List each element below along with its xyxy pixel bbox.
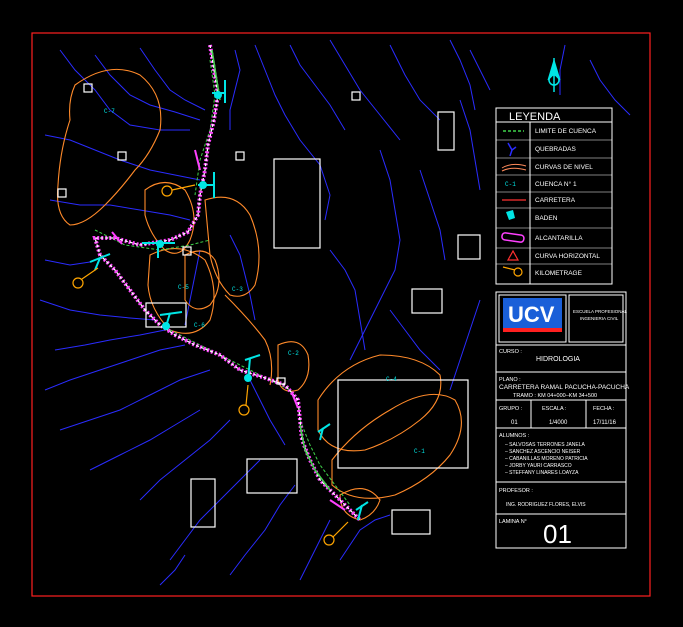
stream-icon bbox=[507, 142, 517, 157]
baden-icon bbox=[506, 210, 515, 220]
professor-value: ING. RODRIGUEZ FLORES, ELVIS bbox=[506, 502, 586, 508]
culverts bbox=[111, 149, 346, 511]
legend-label-curve: CURVA HORIZONTAL bbox=[535, 253, 600, 260]
group-label: GRUPO : bbox=[499, 406, 523, 412]
basin-label-c4: C-4 bbox=[386, 376, 397, 383]
drawing-frame bbox=[31, 32, 651, 597]
road bbox=[92, 44, 362, 522]
ucv-logo: UCV bbox=[503, 298, 562, 332]
parcels bbox=[57, 83, 481, 535]
kilometer-icon bbox=[502, 266, 523, 277]
student-2: – SANCHEZ ASCENCIO NEISER bbox=[505, 449, 581, 455]
basin-label-c2: C-2 bbox=[288, 350, 299, 357]
triangle-icon bbox=[506, 249, 520, 261]
legend-label-streams: QUEBRADAS bbox=[535, 146, 576, 153]
legend-label-baden: BADEN bbox=[535, 215, 558, 222]
student-5: – STEFFANY LINARES LOAYZA bbox=[505, 470, 579, 476]
student-4: – JORBY YAURI CARRASCO bbox=[505, 463, 572, 469]
student-1: – SALVOSAS TERRONES JANELA bbox=[505, 442, 586, 448]
logo-text: UCV bbox=[508, 302, 555, 327]
title-block bbox=[495, 291, 627, 549]
basin-tag-icon: C-1 bbox=[505, 181, 516, 188]
structures bbox=[89, 80, 369, 521]
faculty-line2: INGENIERIA CIVIL bbox=[580, 316, 619, 321]
group-value: 01 bbox=[511, 420, 518, 426]
basin-label-c7: C-7 bbox=[104, 108, 115, 115]
course-label: CURSO : bbox=[499, 349, 522, 355]
basin-label-c3: C-3 bbox=[232, 286, 243, 293]
plan-line1: CARRETERA RAMAL PACUCHA-PACUCHA bbox=[499, 384, 630, 391]
watershed-lines bbox=[94, 59, 351, 506]
km-markers bbox=[72, 184, 349, 546]
contour-icon bbox=[501, 163, 527, 172]
basin-labels: C-7 C-5 C-3 C-6 C-2 C-4 C-1 bbox=[104, 108, 425, 455]
plan-label: PLANO : bbox=[499, 377, 521, 383]
students-label: ALUMNOS : bbox=[499, 433, 530, 439]
scale-label: ESCALA : bbox=[542, 406, 567, 412]
legend: LEYENDA C-1 LIMITE DE CUENCA QUEBRAD bbox=[495, 107, 613, 285]
north-arrow-icon bbox=[547, 58, 561, 92]
legend-label-km: KILOMETRAGE bbox=[535, 270, 583, 277]
sheet-label: LAMINA N° bbox=[499, 519, 527, 525]
scale-value: 1/4000 bbox=[549, 420, 568, 426]
plan-line2: TRAMO : KM 04+000–KM 34+500 bbox=[513, 393, 597, 399]
course-value: HIDROLOGIA bbox=[536, 356, 580, 363]
legend-label-culvert: ALCANTARILLA bbox=[535, 235, 583, 242]
basin-label-c1: C-1 bbox=[414, 448, 425, 455]
professor-label: PROFESOR : bbox=[499, 488, 533, 494]
legend-label-boundary: LIMITE DE CUENCA bbox=[535, 128, 597, 135]
legend-label-road: CARRETERA bbox=[535, 197, 576, 204]
student-3: – CABANILLAS MORENO PATRICIA bbox=[505, 456, 588, 462]
basin-label-c5: C-5 bbox=[178, 284, 189, 291]
title-texts: ESCUELA PROFESIONAL INGENIERIA CIVIL CUR… bbox=[499, 309, 630, 549]
legend-title: LEYENDA bbox=[509, 111, 561, 123]
legend-label-basin: CUENCA N° 1 bbox=[535, 180, 577, 188]
basin-boundaries bbox=[56, 68, 462, 521]
culvert-icon bbox=[501, 232, 525, 243]
faculty-line1: ESCUELA PROFESIONAL bbox=[573, 309, 628, 314]
streams bbox=[39, 39, 631, 586]
basin-label-c6: C-6 bbox=[194, 322, 205, 329]
legend-label-contours: CURVAS DE NIVEL bbox=[535, 164, 593, 171]
date-label: FECHA : bbox=[593, 406, 615, 412]
sheet-value: 01 bbox=[543, 519, 572, 549]
date-value: 17/11/16 bbox=[593, 420, 617, 426]
